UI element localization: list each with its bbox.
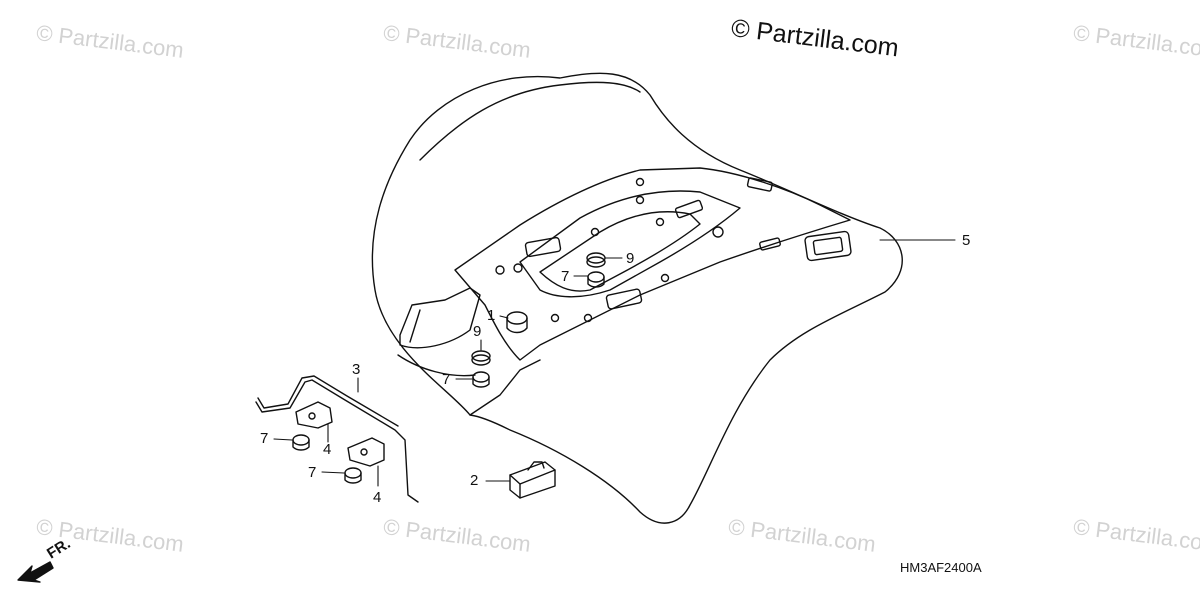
- slot-rear-1: [746, 177, 773, 192]
- part-9-washer-upper: [586, 252, 606, 268]
- part-2-clip: [509, 461, 556, 499]
- part-7-nut-a: [292, 434, 310, 451]
- callout-7: 7: [442, 371, 451, 388]
- part-1-grommet: [506, 311, 528, 334]
- part-7-nut-b: [344, 467, 362, 484]
- slot-center: [674, 199, 704, 219]
- left-bracket: [399, 287, 481, 349]
- fender-front-sweep: [419, 81, 641, 161]
- slot-right-inner: [812, 236, 844, 256]
- carrier-opening: [539, 211, 701, 292]
- carrier-plate: [454, 167, 851, 361]
- callout-7: 7: [308, 464, 317, 481]
- slot-rear-2: [759, 237, 781, 251]
- callout-5: 5: [962, 232, 971, 249]
- carrier-inner-frame: [519, 190, 741, 298]
- mounting-holes: [495, 177, 724, 323]
- slot-lower: [605, 288, 643, 310]
- rear-fender-outline: [371, 72, 903, 524]
- callout-3: 3: [352, 361, 361, 378]
- callout-9: 9: [473, 323, 482, 340]
- callout-2: 2: [470, 472, 479, 489]
- callout-4: 4: [373, 489, 382, 506]
- callout-4: 4: [323, 441, 332, 458]
- leader-lines: [273, 239, 956, 487]
- fender-left-lip: [397, 354, 476, 377]
- diagram-code: HM3AF2400A: [900, 560, 982, 575]
- slot-left: [524, 236, 562, 258]
- part-7-nut-left: [472, 371, 490, 388]
- callout-7: 7: [561, 268, 570, 285]
- callout-7: 7: [260, 430, 269, 447]
- part-3-rod: [255, 379, 419, 503]
- front-arrow-icon: [17, 561, 54, 583]
- slot-right: [804, 230, 852, 262]
- part-9-washer-left: [471, 350, 491, 366]
- part-7-nut-upper: [587, 271, 605, 288]
- callout-9: 9: [626, 250, 635, 267]
- part-4-clamp-lower: [347, 437, 385, 467]
- lower-tab: [469, 359, 541, 416]
- callout-1: 1: [487, 307, 496, 324]
- part-4-clamp-upper: [295, 401, 333, 429]
